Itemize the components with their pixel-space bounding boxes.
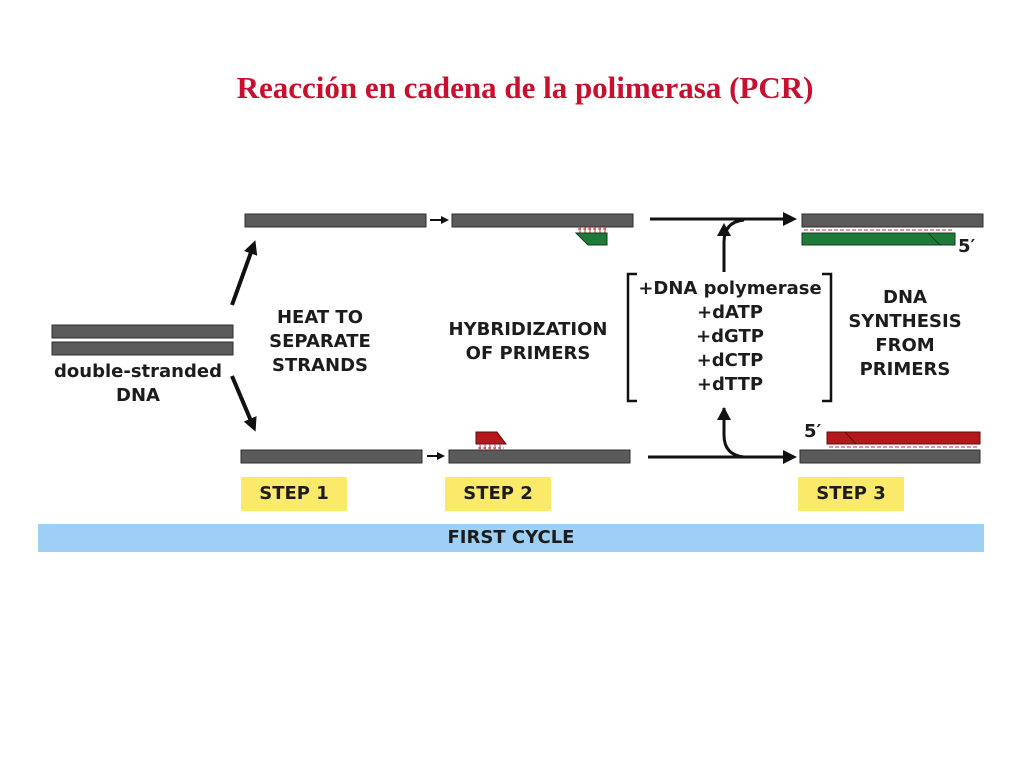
- first-cycle-bar: FIRST CYCLE: [38, 524, 984, 552]
- arrow-down-diagonal: [230, 375, 257, 432]
- hybridization-label: HYBRIDIZATION OF PRIMERS: [437, 318, 619, 366]
- dsdna-strand-top: [51, 324, 234, 339]
- reagent-datp: +dATP: [697, 302, 763, 323]
- step-2-badge: STEP 2: [445, 477, 551, 511]
- heat-label: HEAT TO SEPARATE STRANDS: [250, 306, 390, 378]
- reagent-dttp: +dTTP: [696, 374, 764, 395]
- reagent-dctp: +dCTP: [696, 350, 764, 371]
- synthesis-label-line-1: DNA: [883, 287, 927, 308]
- dsdna-strand-bottom: [51, 341, 234, 356]
- dsdna-label: double-stranded DNA: [45, 360, 231, 408]
- reagent-dgtp: +dGTP: [696, 326, 764, 347]
- five-prime-label-bottom: 5′: [804, 421, 822, 442]
- hybridization-label-line-2: OF PRIMERS: [465, 343, 591, 364]
- five-prime-label-top: 5′: [958, 236, 976, 257]
- step-1-badge: STEP 1: [241, 477, 347, 511]
- reagents-label: +DNA polymerase +dATP +dGTP +dCTP +dTTP: [630, 277, 830, 397]
- step2-primer-red: [475, 431, 507, 450]
- step3-strand-bottom-template: [799, 449, 981, 464]
- step3-strand-top-template: [801, 213, 984, 228]
- step2-strand-top: [451, 213, 634, 228]
- dsdna-label-line-1: double-stranded: [54, 361, 222, 382]
- heat-label-line-3: STRANDS: [271, 355, 368, 376]
- curved-arrow-down-head: [717, 407, 731, 420]
- step3-strand-top-new: [801, 232, 956, 246]
- curved-arrow-up: [722, 218, 745, 272]
- hybridization-label-line-1: HYBRIDIZATION: [448, 319, 608, 340]
- heat-label-line-1: HEAT TO: [276, 307, 364, 328]
- step2-primer-green: [574, 227, 608, 246]
- page-title: Reacción en cadena de la polimerasa (PCR…: [236, 70, 814, 105]
- step2-strand-bottom: [448, 449, 631, 464]
- step3-strand-bottom-new: [826, 431, 981, 445]
- dsdna-label-line-2: DNA: [116, 385, 160, 406]
- reagent-polymerase: +DNA polymerase: [638, 278, 822, 299]
- curved-arrow-down: [722, 408, 745, 459]
- curved-arrow-up-head: [717, 223, 731, 236]
- reagent-bracket-right: [822, 272, 833, 403]
- synthesis-label-line-4: PRIMERS: [859, 359, 951, 380]
- step3-bottom-primer-boundary: [844, 431, 857, 445]
- synthesis-label: DNA SYNTHESIS FROM PRIMERS: [840, 286, 970, 382]
- step1-strand-bottom: [240, 449, 423, 464]
- step-3-badge: STEP 3: [798, 477, 904, 511]
- step3-top-primer-boundary: [927, 232, 941, 246]
- synthesis-label-line-2: SYNTHESIS: [848, 311, 962, 332]
- arrow-up-diagonal: [230, 240, 258, 306]
- heat-label-line-2: SEPARATE: [269, 331, 371, 352]
- reagent-bracket-left: [626, 272, 637, 403]
- synthesis-label-line-3: FROM: [875, 335, 935, 356]
- step1-strand-top: [244, 213, 427, 228]
